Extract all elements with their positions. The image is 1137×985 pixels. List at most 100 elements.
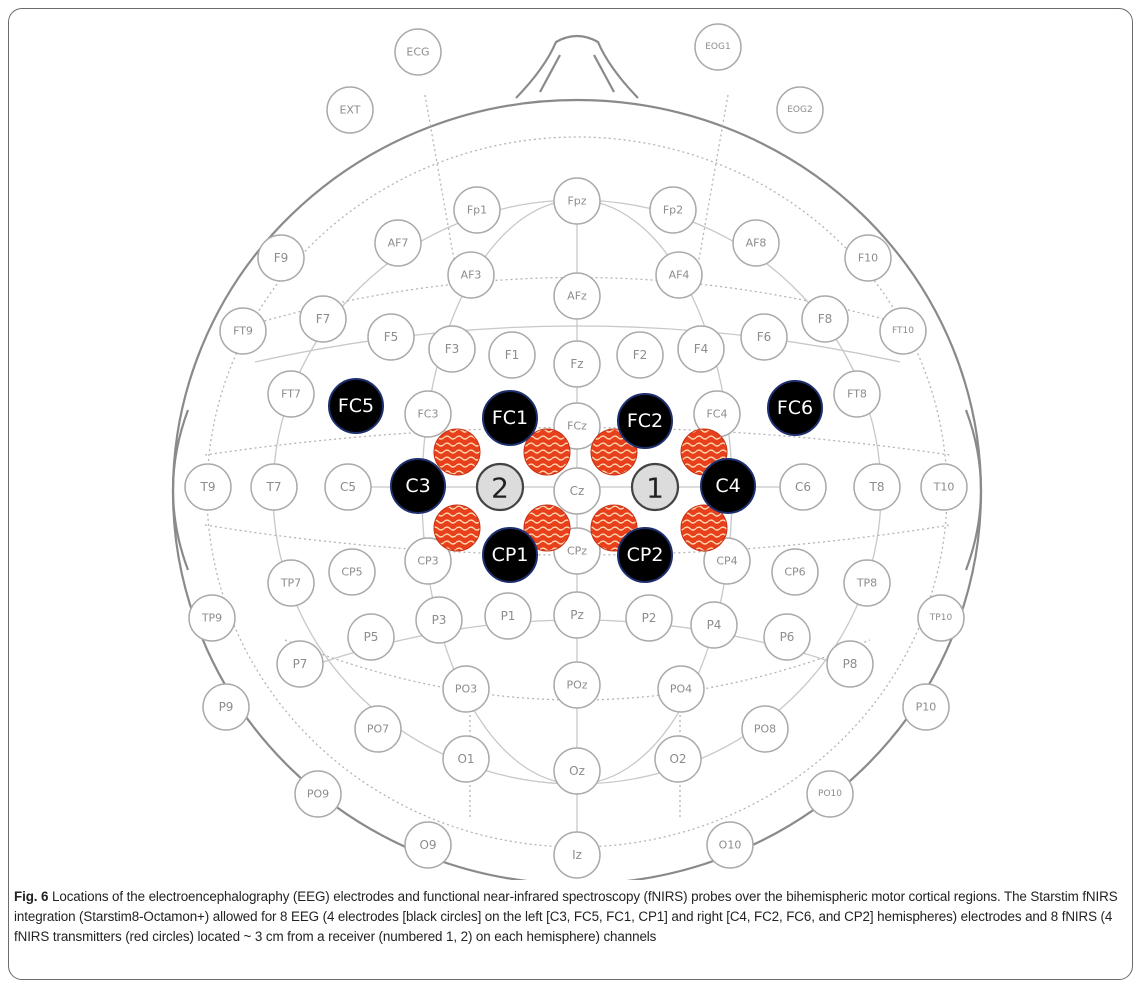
fnirs-transmitter: [523, 504, 571, 552]
electrode-fp2: Fp2: [649, 186, 697, 234]
electrode-ext: EXT: [326, 86, 374, 134]
electrode-label: P6: [780, 630, 795, 644]
electrode-label: P7: [293, 657, 308, 671]
electrode-label: O1: [457, 752, 474, 766]
electrode-cp6: CP6: [771, 548, 819, 596]
electrode-label: P5: [364, 630, 379, 644]
electrode-f6: F6: [740, 313, 788, 361]
electrode-tp10: TP10: [917, 594, 965, 642]
electrode-label: P2: [642, 611, 657, 625]
electrode-label: T10: [933, 481, 955, 494]
electrode-cz: Cz: [553, 467, 601, 515]
fnirs-transmitter: [433, 428, 481, 476]
electrode-fpz: Fpz: [553, 177, 601, 225]
eeg-electrode-fc2: FC2: [617, 393, 673, 449]
electrode-c5: C5: [324, 463, 372, 511]
electrode-p1: P1: [484, 592, 532, 640]
fnirs-receiver-1: 1: [630, 462, 680, 512]
electrode-o9: O9: [404, 821, 452, 869]
electrode-label: T9: [200, 480, 216, 494]
electrode-label: Pz: [570, 608, 584, 622]
electrode-t9: T9: [184, 463, 232, 511]
eeg-electrode-label: C3: [405, 475, 430, 497]
head-outline: [171, 34, 983, 880]
electrode-label: PO8: [754, 723, 776, 736]
electrode-label: Oz: [569, 764, 585, 778]
electrode-label: CP4: [716, 555, 737, 568]
electrode-label: CP6: [784, 566, 805, 579]
electrode-label: FCz: [567, 420, 587, 433]
electrode-label: Fp1: [467, 204, 487, 217]
electrode-t7: T7: [250, 463, 298, 511]
electrode-label: TP8: [856, 577, 877, 590]
figure-caption: Fig. 6 Locations of the electroencephalo…: [14, 887, 1129, 947]
electrode-label: F5: [384, 330, 399, 344]
electrode-p8: P8: [826, 640, 874, 688]
eeg-electrode-c3: C3: [390, 458, 446, 514]
electrode-tp8: TP8: [843, 559, 891, 607]
electrode-p6: P6: [763, 613, 811, 661]
electrode-label: AF3: [461, 269, 482, 282]
electrode-po4: PO4: [657, 665, 705, 713]
electrode-label: O2: [669, 752, 686, 766]
electrode-label: O10: [719, 839, 742, 852]
eeg-electrode-fc1: FC1: [482, 390, 538, 446]
electrode-label: Fz: [570, 357, 583, 371]
electrode-af3: AF3: [447, 251, 495, 299]
electrode-label: P3: [432, 613, 447, 627]
electrode-f7: F7: [299, 295, 347, 343]
electrode-label: AF4: [669, 269, 690, 282]
electrode-t10: T10: [920, 463, 968, 511]
electrode-f10: F10: [844, 234, 892, 282]
electrode-label: P10: [916, 701, 937, 714]
electrode-label: FT10: [892, 326, 914, 336]
electrode-label: F9: [274, 251, 289, 265]
electrode-label: FC3: [417, 408, 438, 421]
electrode-label: Iz: [572, 848, 582, 862]
electrode-label: TP9: [201, 612, 222, 625]
eeg-electrode-fc5: FC5: [328, 378, 384, 434]
electrode-p7: P7: [276, 640, 324, 688]
electrode-label: P9: [219, 700, 234, 714]
electrode-cp3: CP3: [404, 537, 452, 585]
eeg-electrode-cp2: CP2: [617, 527, 673, 583]
electrode-p4: P4: [690, 601, 738, 649]
receiver-number: 2: [491, 472, 509, 505]
electrode-label: CPz: [567, 545, 587, 558]
electrode-p3: P3: [415, 596, 463, 644]
electrode-label: F3: [445, 342, 460, 356]
electrode-label: P8: [843, 657, 858, 671]
electrode-af7: AF7: [374, 219, 422, 267]
eeg-electrode-label: FC2: [627, 410, 663, 432]
electrode-label: P1: [501, 609, 516, 623]
electrode-tp9: TP9: [188, 594, 236, 642]
electrode-af8: AF8: [732, 219, 780, 267]
electrode-label: EXT: [339, 104, 360, 117]
electrode-po8: PO8: [741, 705, 789, 753]
fnirs-transmitter: [680, 504, 728, 552]
electrode-label: CP3: [417, 555, 438, 568]
electrode-o2: O2: [654, 735, 702, 783]
electrode-label: POz: [566, 679, 587, 692]
electrode-label: C6: [795, 480, 811, 494]
electrode-label: PO9: [307, 788, 329, 801]
electrode-p10: P10: [902, 683, 950, 731]
fnirs-receiver-2: 2: [475, 462, 525, 512]
electrode-f5: F5: [367, 313, 415, 361]
electrode-label: F2: [633, 348, 648, 362]
electrode-label: O9: [419, 838, 436, 852]
electrode-label: TP7: [280, 577, 301, 590]
eeg-electrode-label: C4: [715, 475, 740, 497]
fnirs-transmitter: [433, 504, 481, 552]
electrode-o10: O10: [706, 821, 754, 869]
eeg-electrode-fc6: FC6: [767, 380, 823, 436]
electrode-p2: P2: [625, 594, 673, 642]
electrode-label: EOG2: [787, 105, 812, 115]
electrode-label: ECG: [406, 46, 429, 59]
eeg-electrode-label: FC5: [338, 395, 374, 417]
electrode-fc3: FC3: [404, 390, 452, 438]
electrode-label: F6: [757, 330, 772, 344]
electrode-label: AF8: [746, 237, 767, 250]
figure-label: Fig. 6: [14, 889, 49, 904]
